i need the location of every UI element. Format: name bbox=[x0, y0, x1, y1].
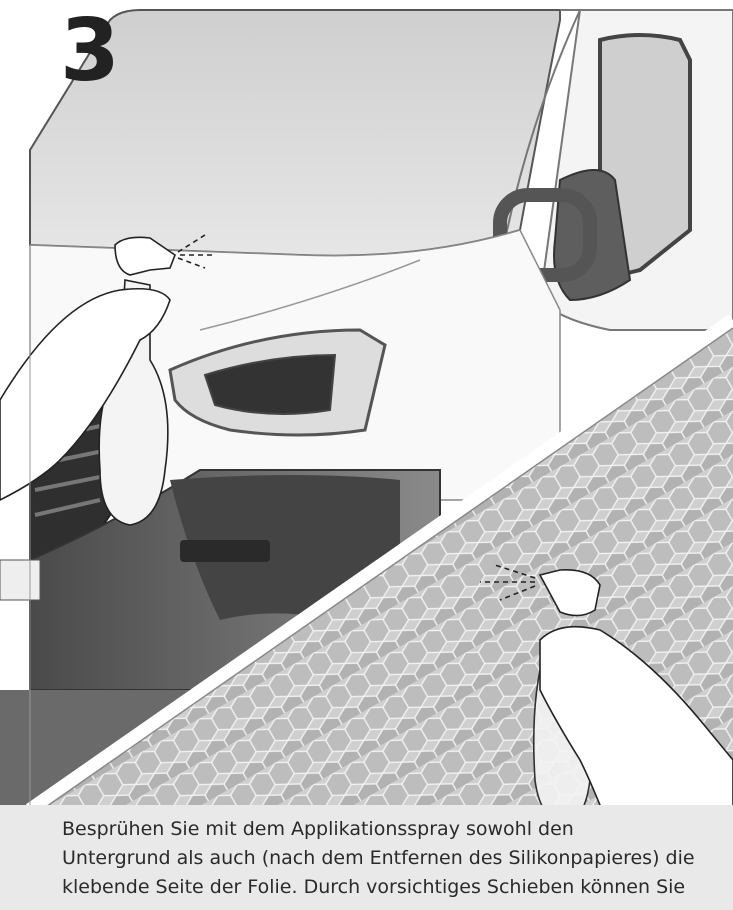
caption-line: klebende Seite der Folie. Durch vorsicht… bbox=[62, 873, 732, 902]
caption-text: Besprühen Sie mit dem Applikationsspray … bbox=[62, 815, 732, 902]
caption-line: Untergrund als auch (nach dem Entfernen … bbox=[62, 844, 732, 873]
caption-line: Besprühen Sie mit dem Applikationsspray … bbox=[62, 815, 732, 844]
caption-box: Besprühen Sie mit dem Applikationsspray … bbox=[0, 805, 733, 910]
step-number: 3 bbox=[60, 8, 118, 94]
